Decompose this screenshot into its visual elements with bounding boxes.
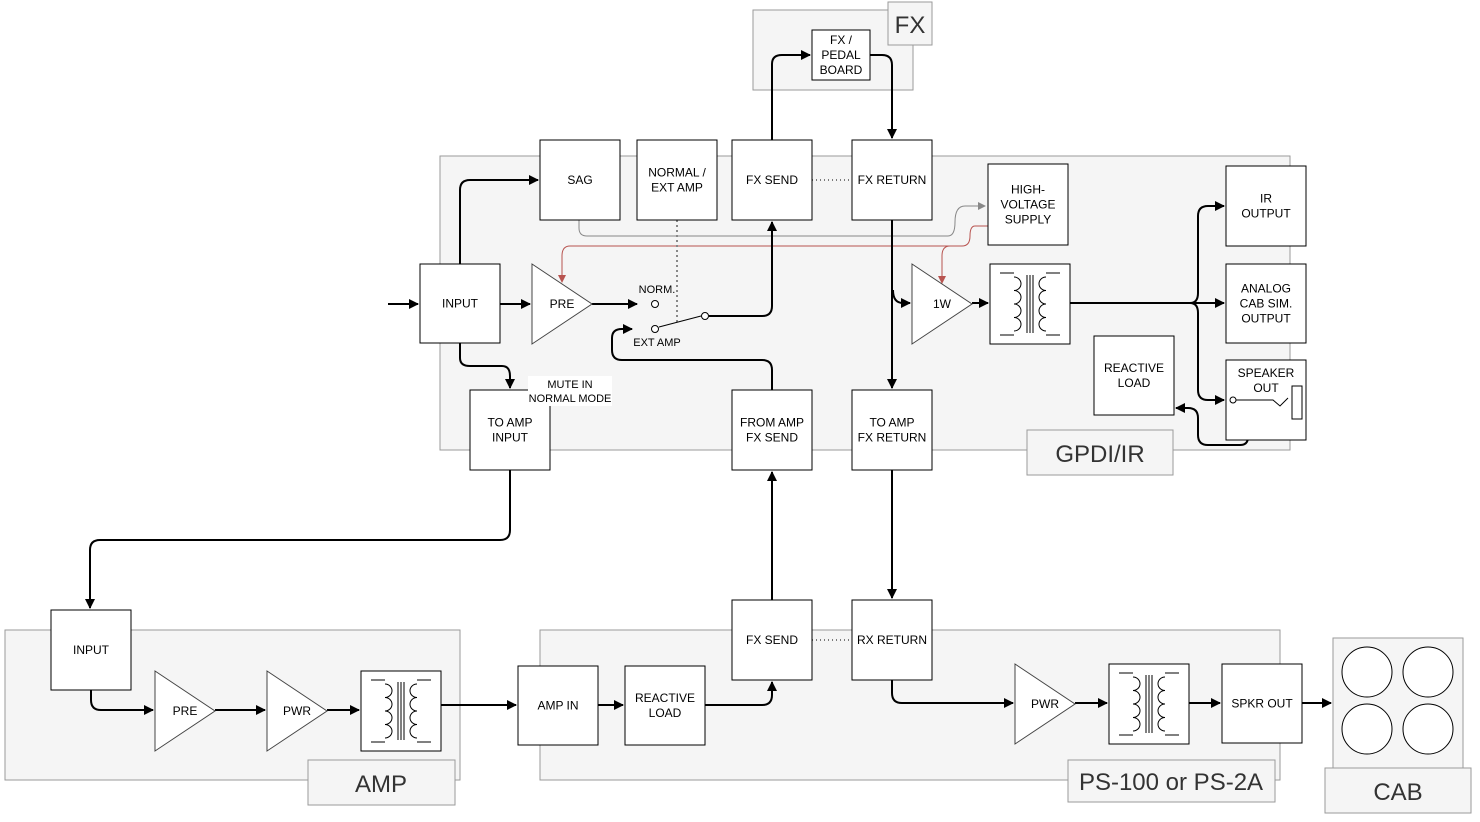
fx-group-label: FX [895, 12, 926, 39]
cab-group-label: CAB [1324, 767, 1472, 814]
amp-pre-label: PRE [173, 704, 198, 718]
amp-input-label: INPUT [73, 643, 110, 657]
jack-socket-icon [1291, 385, 1303, 420]
sag-label: SAG [567, 173, 592, 187]
svg-text:PS-100 or PS-2A: PS-100 or PS-2A [1079, 769, 1263, 796]
amp-input-block: INPUT [50, 609, 132, 691]
jack-switch-icon [1236, 397, 1289, 407]
speaker-cone-1 [1341, 646, 1393, 698]
ps-transformer [1108, 663, 1190, 745]
ext-amp-label: EXT AMP [633, 337, 680, 349]
input-gpdi-label: INPUT [442, 297, 479, 311]
speaker-cone-4 [1402, 703, 1454, 755]
fx-send-label: FX SEND [746, 173, 798, 187]
fx-return-block: FX RETURN [851, 139, 933, 221]
normal-ext-block: NORMAL /EXT AMP [636, 139, 718, 221]
amp-transformer [360, 670, 442, 752]
pre-gpdi-amplifier: PRE [531, 263, 593, 345]
wires [85, 50, 1332, 715]
amp-pre-amplifier: PRE [154, 670, 216, 752]
switch-common-contact [701, 312, 709, 320]
ps-pwr-amplifier: PWR [1014, 663, 1076, 745]
svg-text:AMP: AMP [355, 771, 407, 798]
hv-to-1w-line [938, 245, 951, 284]
speaker-cone-3 [1341, 703, 1393, 755]
ps-spkr-out-label: SPKR OUT [1231, 697, 1293, 711]
svg-text:GPDI/IR: GPDI/IR [1055, 441, 1144, 468]
amp-pwr-label: PWR [283, 704, 311, 718]
gpdi-group-label: GPDI/IR [1026, 429, 1174, 476]
ps-fx-send-label: FX SEND [746, 633, 798, 647]
normal-ext-label: NORMAL /EXT AMP [648, 166, 706, 195]
sag-line [578, 202, 986, 237]
pre-gpdi-label: PRE [550, 297, 575, 311]
norm-contact [651, 300, 659, 308]
svg-text:CAB: CAB [1373, 779, 1422, 806]
gpdi-transformer [989, 263, 1071, 345]
ps-fx-send-block: FX SEND [731, 599, 813, 681]
one-watt-amplifier: 1W [911, 263, 973, 345]
fx-return-label: FX RETURN [858, 173, 927, 187]
jack-contact [1229, 396, 1237, 404]
ps-amp-in-block: AMP IN [517, 665, 599, 746]
sag-block: SAG [539, 139, 621, 221]
ext-amp-contact [651, 325, 659, 333]
ps-amp-in-label: AMP IN [537, 699, 578, 713]
amp-pwr-amplifier: PWR [266, 670, 328, 752]
amp-group-label: AMP [307, 759, 456, 806]
norm-label: NORM. [639, 284, 676, 296]
mute-note-bg [528, 376, 612, 406]
cab-group [1332, 637, 1464, 769]
ps-rx-return-block: RX RETURN [851, 599, 933, 681]
hv-to-pre-line [558, 225, 988, 283]
speaker-cone-2 [1402, 646, 1454, 698]
fx-send-block: FX SEND [731, 139, 813, 221]
ps-pwr-label: PWR [1031, 697, 1059, 711]
input-gpdi-block: INPUT [419, 263, 501, 344]
ps-spkr-out-block: SPKR OUT [1221, 663, 1303, 744]
ps-group-label: PS-100 or PS-2A [1067, 759, 1276, 803]
ps-rx-return-label: RX RETURN [857, 633, 927, 647]
one-watt-label: 1W [933, 297, 952, 311]
